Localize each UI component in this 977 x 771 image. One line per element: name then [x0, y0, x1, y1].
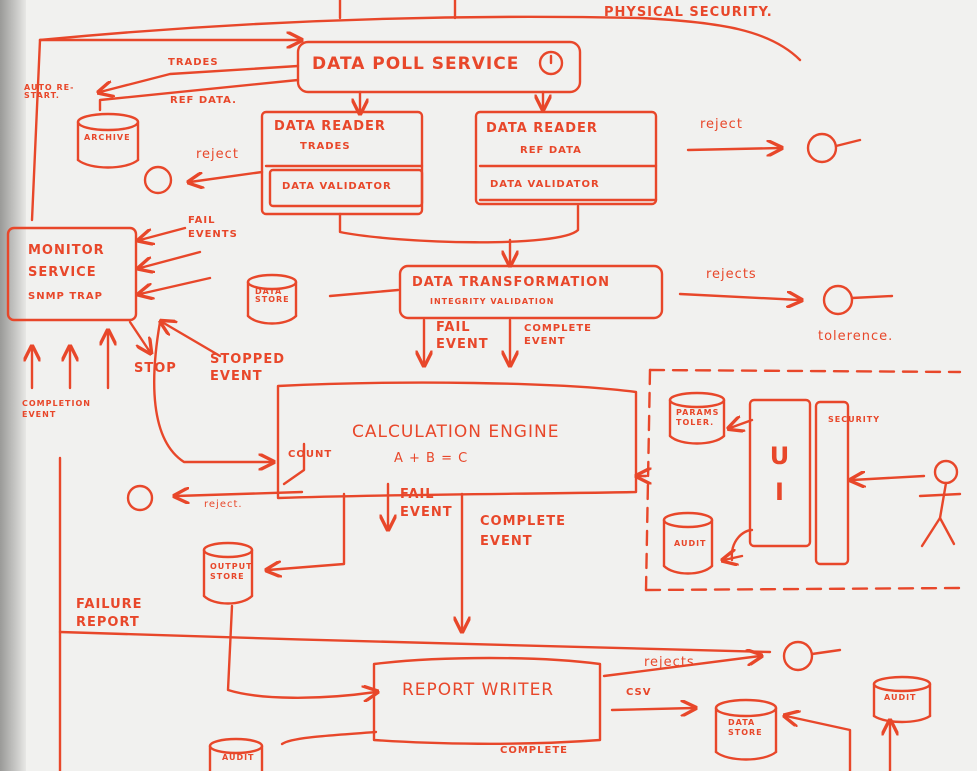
monitor-label: MONITOR: [28, 243, 105, 258]
fail-event-1-label: FAIL EVENT: [436, 320, 489, 352]
data-store-right-label: DATA STORE: [728, 718, 763, 738]
reject-sink-left: [143, 165, 173, 195]
ui-label: U I: [769, 442, 791, 506]
rejects-report-label: rejects: [644, 655, 695, 670]
report-writer-box: [372, 656, 602, 745]
left-boundary-line: [30, 38, 42, 222]
physical-security-label: PHYSICAL SECURITY.: [604, 5, 773, 20]
reject-calc-sink: [126, 484, 154, 512]
complete-event-2-label: COMPLETE EVENT: [480, 514, 566, 549]
poll-timer-icon: [538, 50, 564, 76]
trades-arrow: [100, 64, 300, 92]
data-poll-service-label: DATA POLL SERVICE: [312, 54, 520, 74]
reject-right-arrow: [686, 148, 780, 150]
stopped-event-arrow: [162, 322, 222, 358]
stop-label: STOP: [134, 361, 177, 376]
output-store-label: OUTPUT STORE: [210, 562, 253, 582]
rejects-report-arrow: [602, 656, 760, 678]
user-to-security-arrow: [852, 476, 926, 480]
tolerance-label: tolerence.: [818, 329, 894, 344]
audit-ui-cylinder: [662, 511, 714, 575]
reader-trades-box: [260, 110, 424, 216]
ui-zone-boundary: [648, 368, 962, 374]
complete-bottom-label: COMPLETE: [500, 745, 568, 756]
params-cylinder: [668, 391, 726, 445]
archive-label: ARCHIVE: [84, 133, 131, 142]
data-store-left-label: DATA STORE: [255, 287, 290, 304]
auto-restart-label: AUTO RE-START.: [24, 83, 75, 100]
ref-data-label: REF DATA.: [170, 95, 237, 106]
completion-event-label: COMPLETION EVENT: [22, 399, 91, 420]
complete-event-1-label: COMPLETE EVENT: [524, 323, 592, 347]
calc-to-output-store: [268, 492, 346, 570]
csv-arrow: [610, 708, 694, 710]
user-figure: [918, 459, 962, 548]
reject-calc-label: reject.: [204, 499, 243, 510]
failure-report-label: FAILURE REPORT: [76, 597, 143, 631]
service-label: SERVICE: [28, 265, 97, 280]
rejects-transform-arrow: [678, 294, 800, 300]
calc-engine-label: CALCULATION ENGINE: [352, 422, 560, 442]
reject-left-label: reject: [196, 147, 239, 162]
loop-back-to-count: [153, 320, 272, 462]
report-writer-label: REPORT WRITER: [402, 680, 555, 700]
reader-ref-title: DATA READER: [486, 121, 598, 136]
reject-calc-arrow: [176, 492, 304, 496]
trades-label: TRADES: [168, 57, 219, 68]
transform-title: DATA TRANSFORMATION: [412, 275, 611, 290]
reader-ref-validator: DATA VALIDATOR: [490, 179, 600, 190]
output-store-cylinder: [202, 541, 254, 605]
audit-bottom-cylinder: [208, 737, 264, 771]
count-label: COUNT: [288, 449, 333, 460]
rejects-transform-label: rejects: [706, 267, 757, 282]
fail-events-arrow-1: [140, 226, 187, 240]
rejects-report-sink: [782, 640, 842, 672]
reader-trades-validator: DATA VALIDATOR: [282, 181, 392, 192]
reader-ref-box: [474, 110, 658, 206]
security-bar: [814, 400, 850, 566]
data-store-right-cylinder: [714, 698, 778, 761]
data-store-left-cylinder: [246, 273, 298, 325]
fail-events-label: FAIL EVENTS: [188, 215, 238, 240]
fail-events-arrow-2: [140, 250, 202, 268]
fail-events-arrow-3: [140, 276, 212, 294]
reject-sink-right: [806, 132, 862, 164]
csv-label: CSV: [626, 687, 652, 698]
reject-right-label: reject: [700, 117, 743, 132]
stop-arrow: [128, 320, 150, 352]
reject-left-arrow: [190, 170, 264, 182]
transform-sub: INTEGRITY VALIDATION: [430, 297, 555, 306]
tolerance-sink: [822, 284, 894, 316]
readers-merge-line: [338, 204, 580, 244]
audit-bottom-label: AUDIT: [222, 753, 255, 762]
stopped-event-label: STOPPED EVENT: [210, 352, 286, 384]
physical-security-boundary: [38, 15, 802, 62]
archive-cylinder: [76, 112, 140, 169]
formula-label: A + B = C: [394, 451, 469, 466]
params-label: PARAMS TOLER.: [676, 408, 720, 428]
reader-trades-sub: TRADES: [300, 141, 351, 152]
transformation-box: [398, 264, 664, 320]
audit-right-label: AUDIT: [884, 693, 917, 702]
audit-ui-label: AUDIT: [674, 539, 707, 548]
fail-event-2-label: FAIL EVENT: [400, 487, 453, 520]
security-vertical-label: SECURITY: [828, 414, 879, 426]
reader-trades-title: DATA READER: [274, 119, 386, 134]
ui-box: [748, 398, 812, 548]
audit-right-cylinder: [872, 675, 932, 724]
snmp-trap-label: SNMP TRAP: [28, 291, 103, 302]
reader-ref-sub: REF DATA: [520, 145, 582, 156]
ref-data-line: [98, 78, 300, 112]
calc-engine-box: [276, 381, 638, 500]
